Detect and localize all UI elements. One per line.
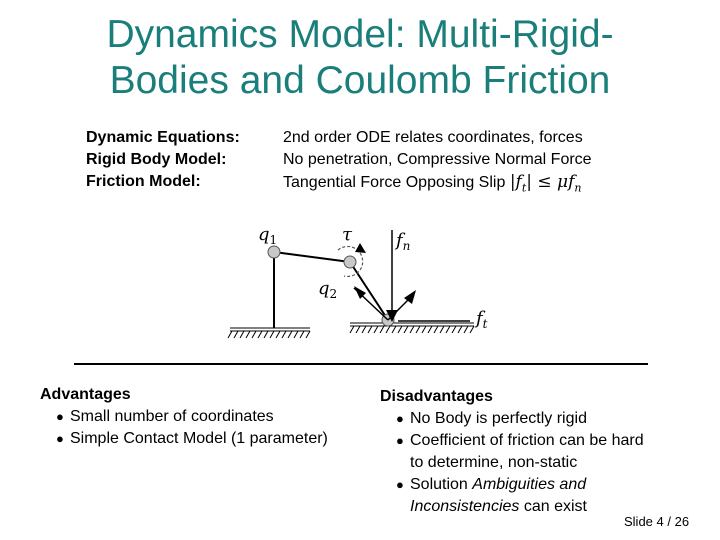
- ground-left: [227, 327, 311, 339]
- list-item-continuation: to determine, non-static: [410, 454, 578, 471]
- definition-value: 2nd order ODE relates coordinates, force…: [283, 129, 583, 146]
- definition-label: Rigid Body Model:: [86, 151, 227, 168]
- label-q1: q1: [258, 224, 277, 247]
- section-divider: [74, 363, 648, 365]
- ground-right: [349, 322, 475, 334]
- definition-value: Tangential Force Opposing Slip |ft| ≤ μf…: [283, 171, 581, 199]
- bullet-icon: ●: [396, 477, 404, 492]
- two-link-contact-diagram: q1 τ fn q2 ft: [227, 224, 488, 339]
- slide-number: Slide 4 / 26: [624, 514, 690, 529]
- joint-q1: [267, 245, 281, 259]
- joint-q2: [343, 255, 357, 269]
- bullet-icon: ●: [56, 409, 64, 424]
- label-tau: τ: [342, 224, 353, 245]
- list-item: ●No Body is perfectly rigid: [396, 408, 644, 430]
- slide-title: Dynamics Model: Multi-Rigid- Bodies and …: [0, 12, 720, 104]
- list-item: ●Solution Ambiguities and: [396, 474, 644, 496]
- definition-label: Dynamic Equations:: [86, 129, 240, 146]
- list-item: ●Small number of coordinates: [56, 406, 328, 428]
- model-definitions: Dynamic Equations: 2nd order ODE relates…: [86, 127, 592, 199]
- label-fn: fn: [394, 230, 410, 253]
- advantages-header: Advantages: [40, 386, 131, 403]
- bullet-icon: ●: [396, 433, 404, 448]
- list-item: ●Simple Contact Model (1 parameter): [56, 428, 328, 450]
- friction-text: Tangential Force Opposing Slip: [283, 174, 506, 191]
- title-line-2: Bodies and Coulomb Friction: [109, 59, 611, 102]
- title-line-1: Dynamics Model: Multi-Rigid-: [106, 13, 614, 56]
- bullet-icon: ●: [56, 431, 64, 446]
- torque-arrowhead: [355, 243, 366, 253]
- disadvantages-section: Disadvantages ●No Body is perfectly rigi…: [380, 386, 644, 518]
- cone-right-arrowhead: [404, 290, 416, 304]
- disadvantages-header: Disadvantages: [380, 388, 493, 405]
- list-item-continuation: Inconsistencies can exist: [410, 498, 587, 515]
- link-1: [273, 251, 351, 263]
- normal-force-arrowhead: [386, 310, 398, 322]
- definition-value: No penetration, Compressive Normal Force: [283, 151, 592, 168]
- label-q2: q2: [318, 278, 337, 301]
- bullet-icon: ●: [396, 411, 404, 426]
- torque-arc: [337, 245, 364, 278]
- label-ft: ft: [474, 308, 488, 331]
- definition-row: Dynamic Equations: 2nd order ODE relates…: [86, 127, 592, 149]
- advantages-section: Advantages ●Small number of coordinates …: [40, 384, 328, 450]
- definition-row: Friction Model: Tangential Force Opposin…: [86, 171, 592, 199]
- definition-row: Rigid Body Model: No penetration, Compre…: [86, 149, 592, 171]
- friction-formula: |ft| ≤ μfn: [509, 172, 582, 195]
- definition-label: Friction Model:: [86, 173, 201, 190]
- link-2: [349, 261, 389, 321]
- cone-left-arrowhead: [354, 286, 366, 299]
- list-item: ●Coefficient of friction can be hard: [396, 430, 644, 452]
